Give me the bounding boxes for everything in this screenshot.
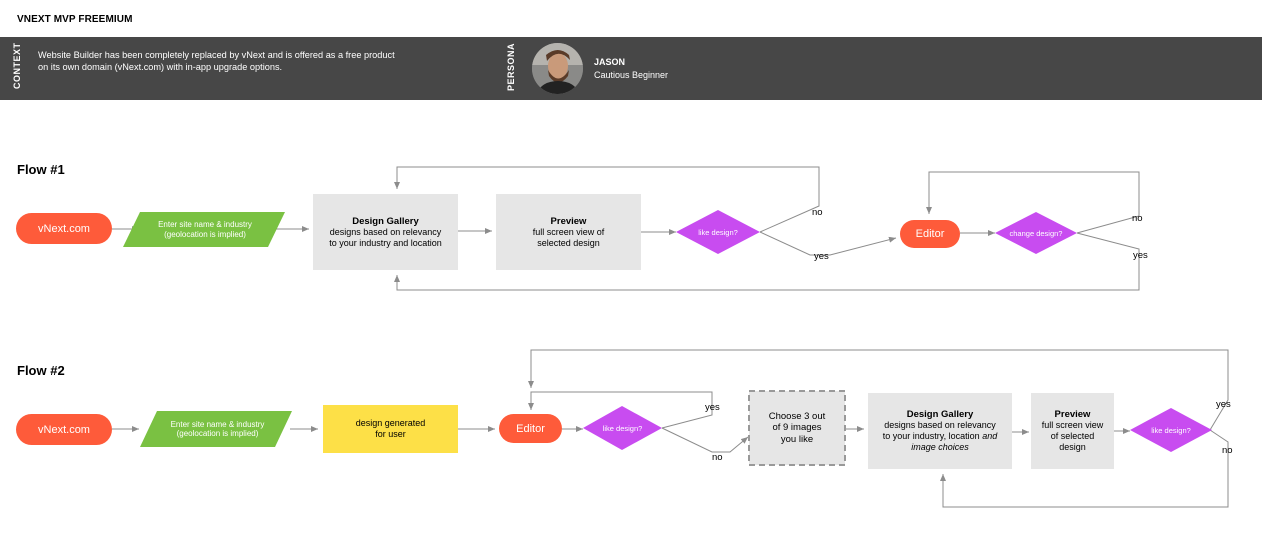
edge-f1-like-yes-editor: [759, 231, 897, 256]
f2-like-diamond: [583, 406, 662, 450]
context-text: Website Builder has been completely repl…: [38, 50, 395, 72]
f1-preview-line2: selected design: [537, 237, 600, 248]
f2-preview-line3: design: [1059, 442, 1086, 452]
f2-gallery-line3: image choices: [911, 442, 969, 452]
f1-preview-title: Preview: [550, 215, 587, 227]
f1-change-no-label: no: [1132, 213, 1143, 224]
edge-f2-like-no-choose: [661, 427, 749, 453]
edge-f2-like-no-loop: [940, 429, 1229, 508]
avatar-image: [532, 43, 583, 94]
persona-name: JASON: [594, 57, 626, 67]
persona-avatar: [532, 43, 583, 94]
f2-input-line1: Enter site name & industry: [170, 419, 265, 429]
f2-choose-line1: Choose 3 out: [768, 410, 826, 422]
f2-like2-label: like design?: [1151, 425, 1191, 435]
f1-gallery-line2: to your industry and location: [329, 237, 442, 248]
f2-gallery-line2: to your industry, location and: [883, 431, 997, 442]
f1-change-label: change design?: [1009, 228, 1063, 238]
f2-gallery-title: Design Gallery: [906, 409, 974, 420]
f2-generated-line2: for user: [375, 429, 406, 439]
f1-input-line2: (geolocation is implied): [164, 229, 246, 239]
persona-role: Cautious Beginner: [594, 70, 669, 80]
f2-generated-line1: design generated: [355, 418, 426, 428]
f2-gallery-and: and: [982, 431, 998, 441]
f2-input-shape: [140, 411, 292, 447]
f1-like-diamond: [676, 210, 760, 254]
f1-input-node: Enter site name & industry (geolocation …: [135, 212, 275, 247]
flow1-title: Flow #1: [17, 162, 65, 177]
f2-preview-line1: full screen view: [1041, 420, 1104, 430]
f2-preview-line2: of selected: [1050, 431, 1095, 441]
f2-like2-no-label: no: [1222, 445, 1233, 456]
f2-gallery-node: Design Gallery designs based on relevanc…: [868, 393, 1012, 469]
f1-gallery-title: Design Gallery: [352, 215, 419, 227]
f2-choose-line3: you like: [780, 433, 814, 445]
f2-input-node: Enter site name & industry (geolocation …: [150, 411, 285, 447]
f1-like-yes-label: yes: [814, 251, 829, 262]
f2-generated-node: design generated for user: [323, 405, 458, 453]
f1-start-node: vNext.com: [16, 213, 112, 244]
edge-f1-change-yes-loop: [394, 232, 1140, 291]
f1-editor-node: Editor: [900, 220, 960, 248]
context-bar: CONTEXT Website Builder has been complet…: [0, 37, 1262, 100]
f2-input-line2: (geolocation is implied): [176, 429, 259, 438]
f1-change-yes-label: yes: [1133, 250, 1148, 261]
f2-preview-title: Preview: [1054, 409, 1091, 420]
f2-like-label: like design?: [602, 423, 643, 433]
f1-input-line1: Enter site name & industry: [158, 220, 252, 229]
f2-like2-diamond: [1130, 408, 1212, 452]
edge-f1-change-no-loop: [926, 171, 1140, 234]
edge-f2-like-yes-loop: [528, 349, 1229, 431]
page-title: VNEXT MVP FREEMIUM: [17, 14, 133, 25]
f2-editor-node: Editor: [499, 414, 562, 443]
f1-like-no-label: no: [812, 207, 823, 218]
f2-choose-node: Choose 3 out of 9 images you like: [749, 391, 845, 465]
f1-preview-node: Preview full screen view of selected des…: [496, 194, 641, 270]
edge-f2-like-yes-loop: [528, 391, 713, 429]
f2-like-no-label: no: [712, 452, 723, 463]
f1-preview-line1: full screen view of: [532, 226, 605, 237]
f2-choose-line2: of 9 images: [772, 422, 822, 434]
f2-like2-yes-label: yes: [1216, 399, 1231, 410]
f2-gallery-line2-text: to your industry, location: [882, 431, 980, 441]
f1-change-diamond: [995, 212, 1077, 254]
f2-gallery-line1: designs based on relevancy: [884, 420, 996, 430]
f1-like-label: like design?: [698, 227, 738, 237]
f2-like-yes-label: yes: [705, 402, 720, 413]
f1-input-shape: [123, 212, 285, 247]
f2-choose-shape: [748, 390, 846, 466]
f1-gallery-node: Design Gallery designs based on relevanc…: [313, 194, 458, 270]
f2-start-node: vNext.com: [16, 414, 112, 445]
edge-f1-like-no-loop: [394, 166, 820, 233]
f2-preview-node: Preview full screen view of selected des…: [1031, 393, 1114, 469]
f1-gallery-line1: designs based on relevancy: [329, 226, 442, 237]
flow2-title: Flow #2: [17, 363, 65, 378]
